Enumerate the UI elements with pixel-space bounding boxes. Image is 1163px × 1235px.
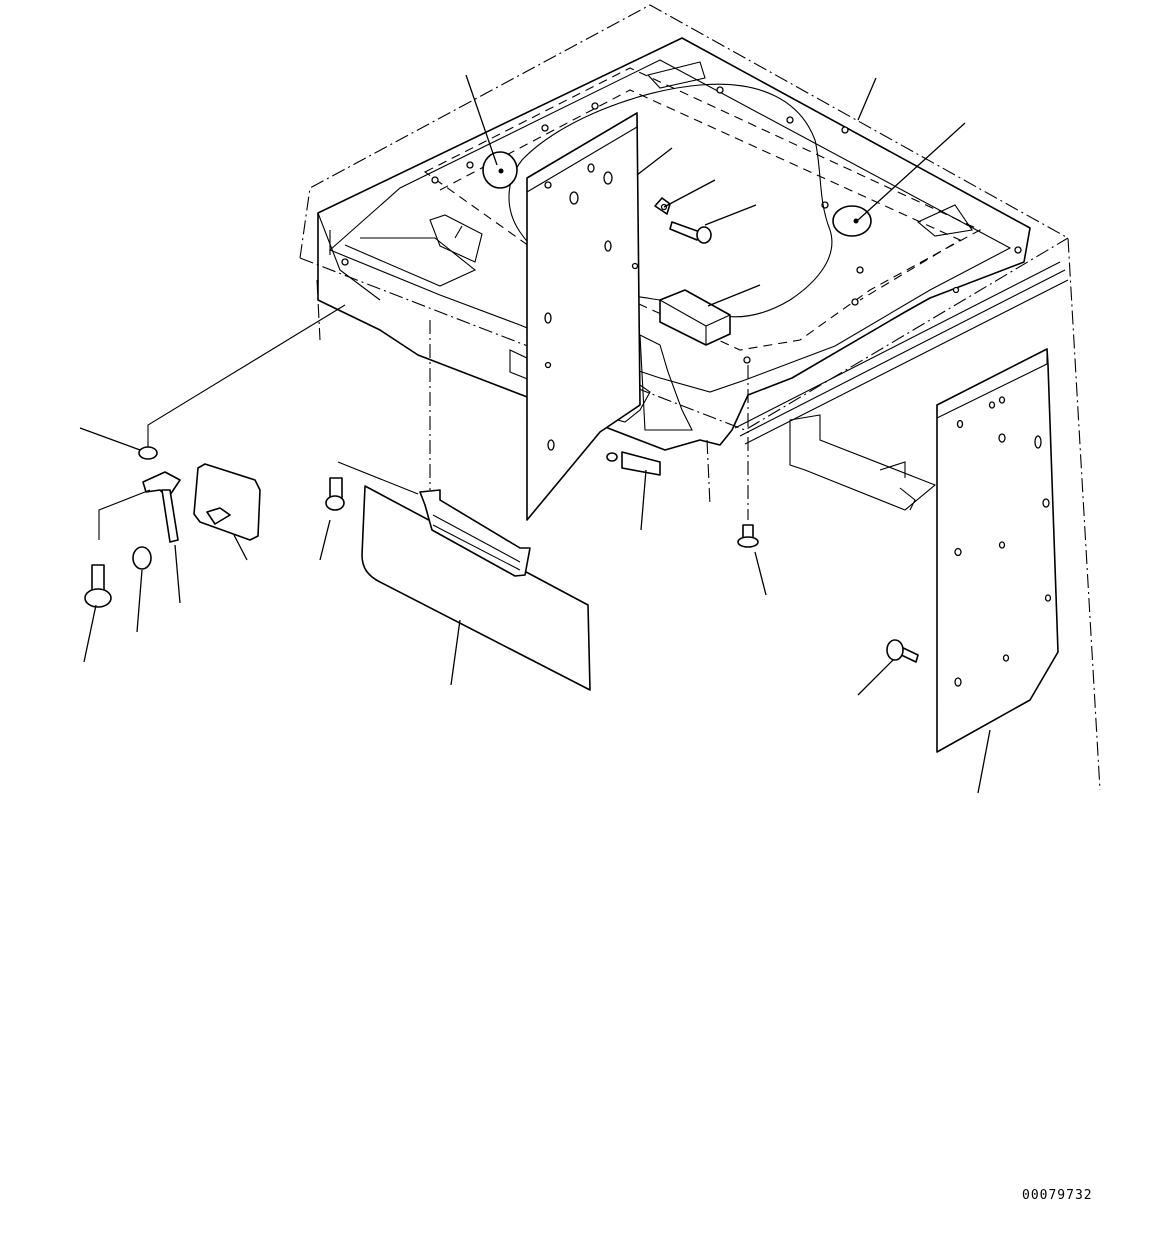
right-panel-holes bbox=[954, 396, 1052, 687]
mirror-bracket bbox=[142, 471, 181, 499]
sun-visor-bracket bbox=[419, 489, 531, 577]
drawing-number: 00079732 bbox=[1022, 1188, 1093, 1203]
sun-visor bbox=[361, 485, 591, 691]
roof-vent-left bbox=[646, 61, 706, 89]
mirror-arm bbox=[161, 489, 179, 543]
visor-bolt bbox=[325, 461, 419, 511]
roof-lamp-pad-right bbox=[832, 205, 872, 237]
panel-clip bbox=[606, 451, 661, 476]
roof-liner-outline bbox=[317, 37, 1031, 451]
lock-nut bbox=[132, 546, 152, 570]
center-panel-flange bbox=[526, 112, 638, 193]
sun-visor-hinge bbox=[432, 514, 521, 571]
roof-front-bracket bbox=[429, 214, 483, 263]
switch-box-edges bbox=[659, 299, 731, 345]
visor-bolt-leader-dash bbox=[337, 461, 419, 495]
roof-liner-inner-edge bbox=[328, 59, 1012, 393]
roof-vent-right bbox=[916, 204, 973, 237]
flange-bolt bbox=[91, 564, 105, 591]
bolt bbox=[669, 221, 712, 244]
switch-box bbox=[659, 289, 731, 346]
mirror bbox=[193, 463, 261, 541]
mirror-screw bbox=[206, 507, 231, 525]
screw-right bbox=[737, 524, 759, 548]
roof-front-lip bbox=[317, 212, 477, 301]
cab-outline-phantom bbox=[299, 4, 1101, 791]
roof-edge-rail bbox=[734, 261, 1069, 445]
cab-frame-fragment bbox=[789, 414, 937, 511]
washer bbox=[138, 446, 158, 460]
cab-roof-assembly bbox=[299, 4, 1101, 791]
washer-centerline bbox=[147, 304, 346, 447]
leader-lines bbox=[79, 74, 991, 794]
bolt-centerline bbox=[98, 489, 151, 540]
mirror-assembly bbox=[84, 304, 346, 608]
wing-nut bbox=[654, 197, 671, 215]
roof-corner-bracket bbox=[639, 334, 693, 431]
right-panel-flange bbox=[936, 348, 1048, 419]
center-panel-holes bbox=[544, 163, 639, 451]
push-pin bbox=[886, 639, 919, 663]
